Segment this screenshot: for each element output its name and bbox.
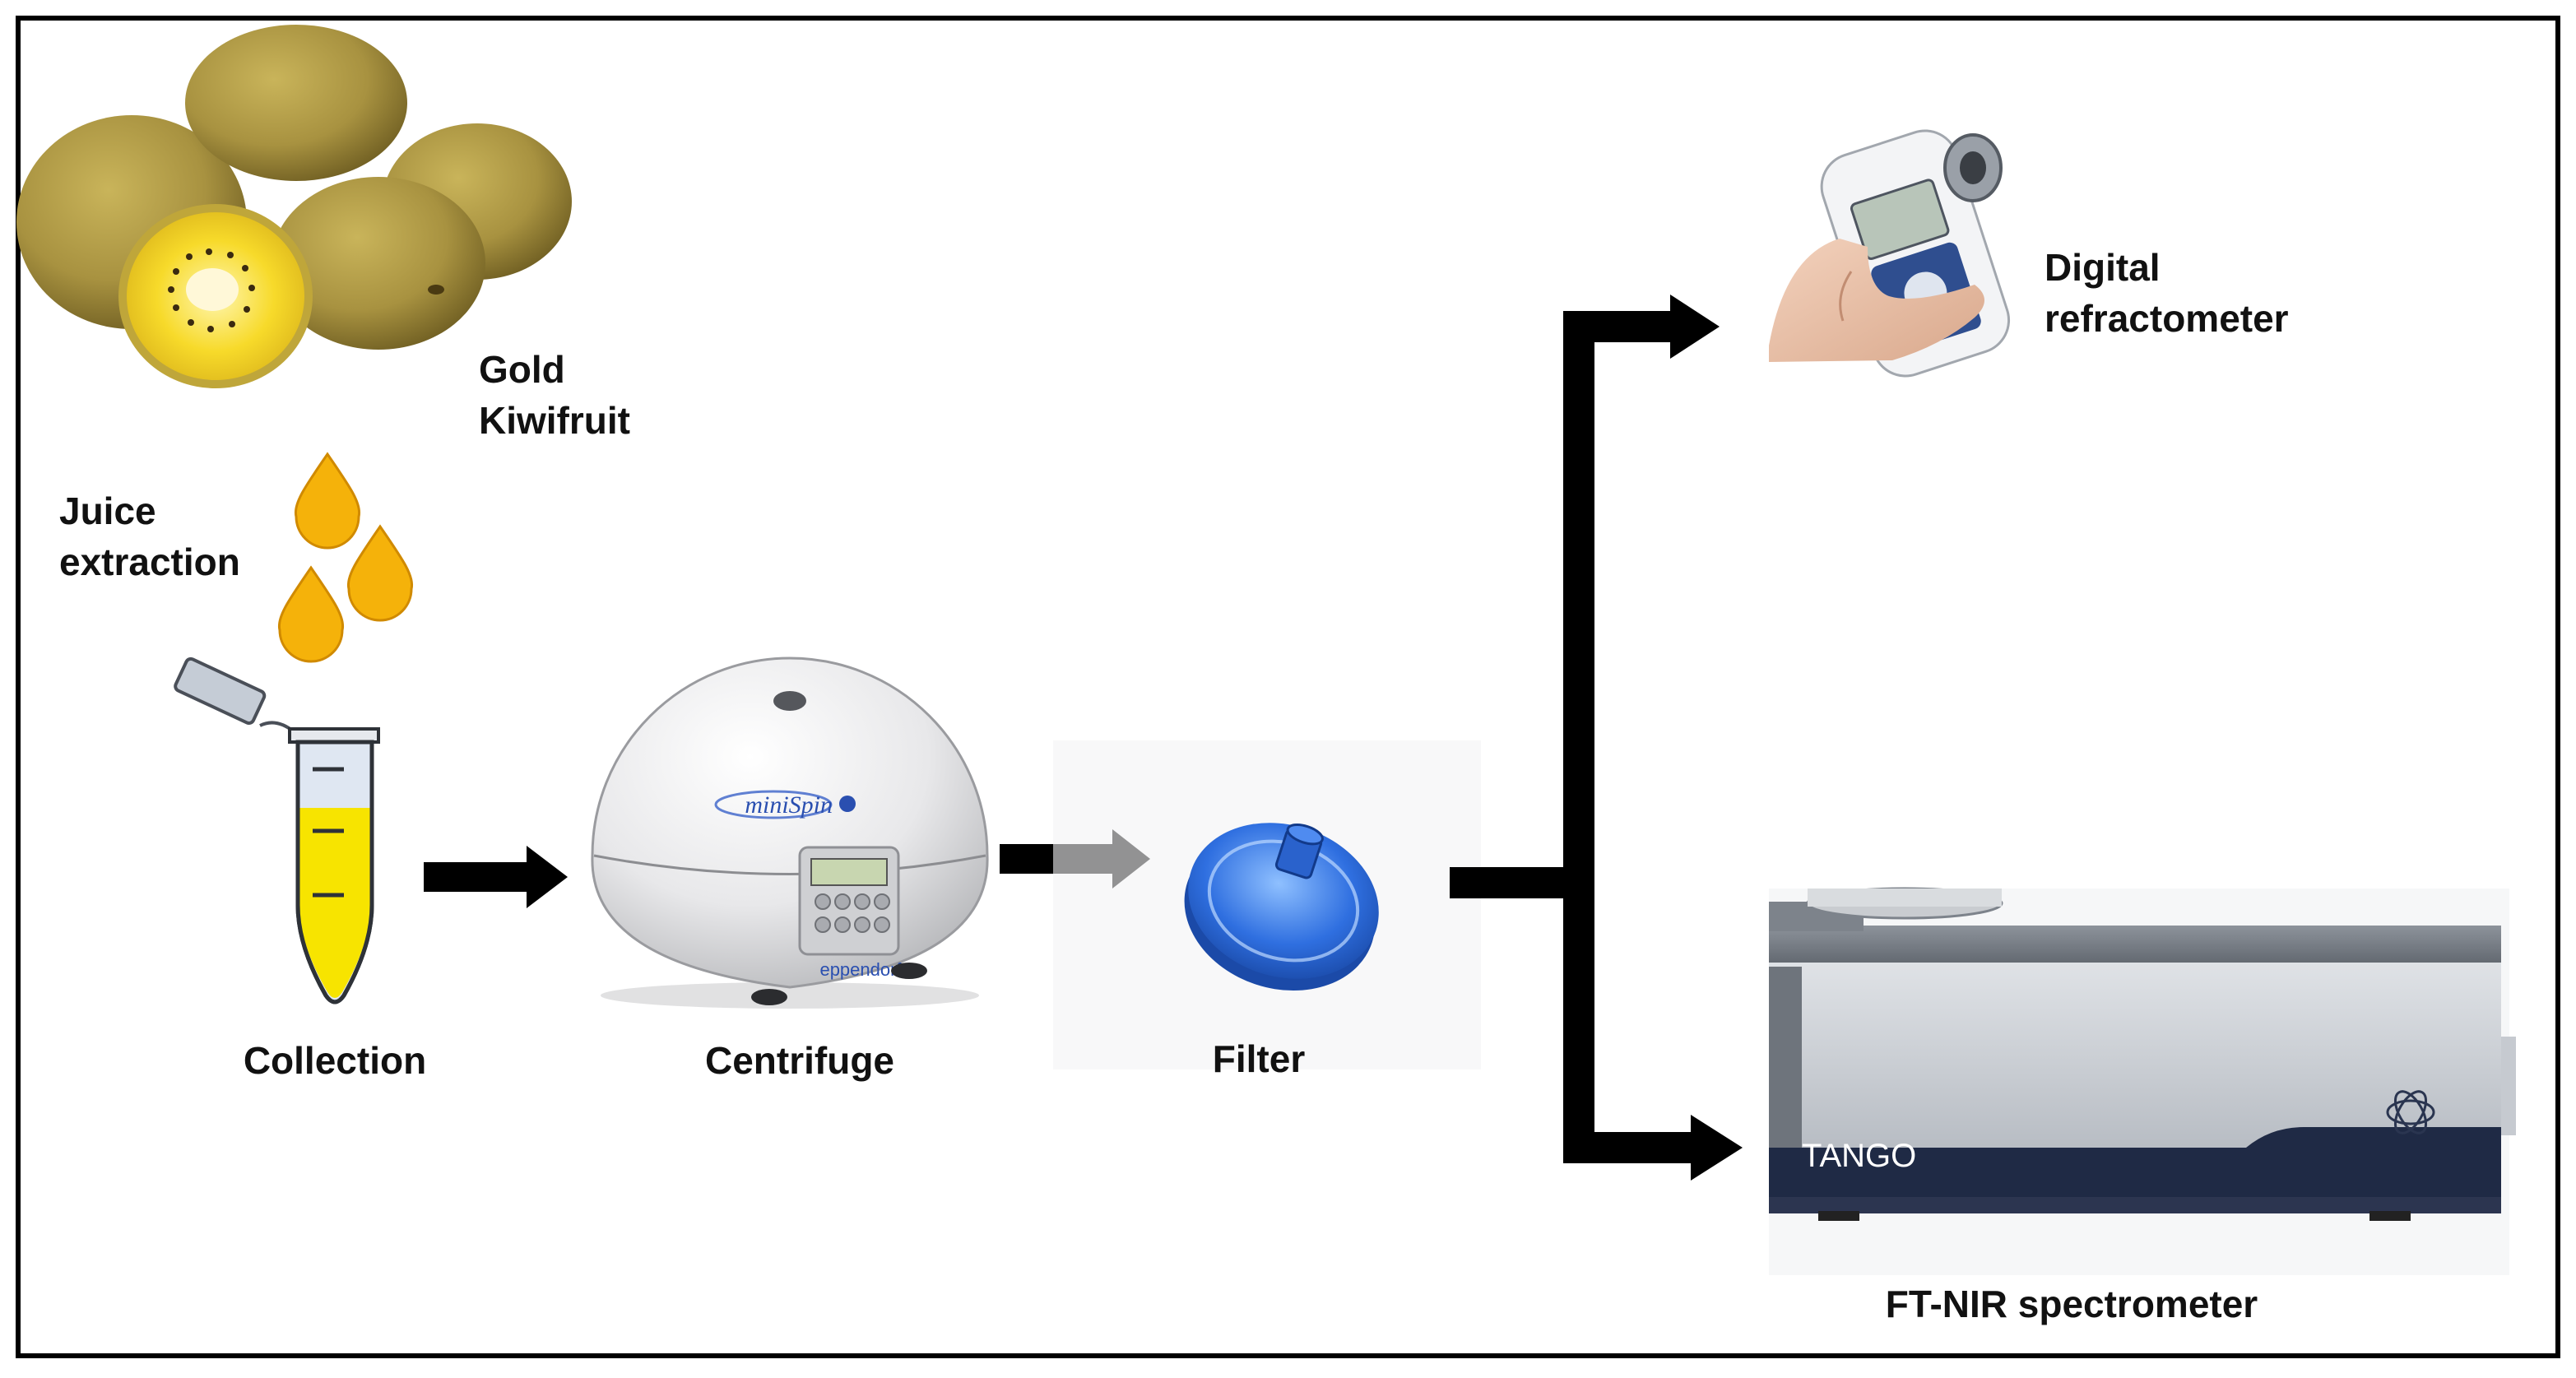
branch-arrow-trunk (1563, 311, 1594, 1163)
arrow-right-icon (424, 846, 568, 908)
label-gold-kiwifruit-line-1: Gold (479, 348, 565, 391)
label-digital-refractometer-line-2: refractometer (2045, 297, 2289, 340)
diagram-frame (16, 16, 2560, 1358)
digital-refractometer-image (1769, 129, 2011, 378)
juice-drop-icon (294, 452, 361, 550)
branch-arrow (1450, 295, 1743, 1181)
kiwi-half-cut (118, 204, 313, 388)
label-digital-refractometer: Digital refractometer (2045, 242, 2289, 344)
syringe-filter-image (1053, 740, 1481, 1069)
ft-nir-spectrometer-image: TANGO (1769, 887, 2516, 1275)
kiwi-whole-top (185, 25, 407, 181)
juice-drop-icon (346, 524, 414, 622)
juice-drops (277, 452, 414, 663)
centrifuge-image: miniSpin eppendorf (591, 657, 989, 1009)
centrifuge-maker-text: eppendorf (819, 959, 902, 980)
gold-kiwifruit-image (16, 25, 572, 388)
label-filter: Filter (1212, 1037, 1306, 1080)
bruker-logo (2386, 1090, 2435, 1134)
arrow-right-icon (1691, 1115, 1743, 1181)
label-juice-extraction-line-2: extraction (59, 541, 240, 583)
label-juice-extraction-line-1: Juice (59, 489, 156, 532)
collection-tube-image (174, 657, 380, 1005)
label-gold-kiwifruit: Gold Kiwifruit (479, 344, 630, 446)
label-juice-extraction: Juice extraction (59, 485, 240, 587)
label-digital-refractometer-line-1: Digital (2045, 246, 2161, 289)
arrow-right-icon (1670, 295, 1720, 359)
label-gold-kiwifruit-line-2: Kiwifruit (479, 399, 630, 442)
centrifuge-brand-text: miniSpin (745, 791, 833, 819)
label-collection: Collection (243, 1039, 427, 1082)
label-centrifuge: Centrifuge (705, 1039, 894, 1082)
branch-arrow-stem (1450, 867, 1569, 898)
branch-arrow-top (1563, 311, 1670, 342)
kiwi-whole-center (272, 177, 485, 350)
spectrometer-model-text: TANGO (1802, 1138, 1916, 1174)
branch-arrow-bottom (1563, 1132, 1693, 1163)
juice-drop-icon (277, 565, 345, 663)
label-ft-nir-spectrometer: FT-NIR spectrometer (1885, 1283, 2258, 1325)
